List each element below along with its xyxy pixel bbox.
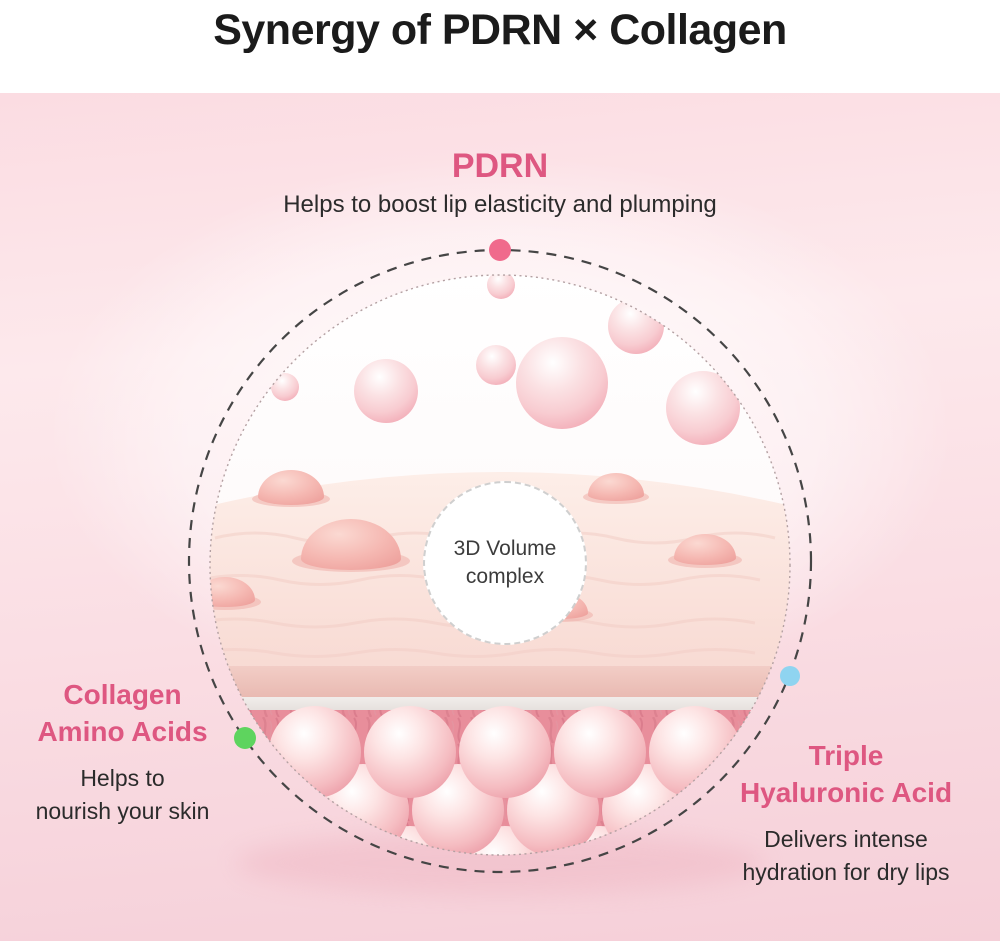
bubble-icon bbox=[666, 371, 740, 445]
pink-panel: PDRN Helps to boost lip elasticity and p… bbox=[0, 93, 1000, 941]
inner-dotted-circle bbox=[209, 274, 791, 856]
hyaluronic-description: Delivers intense hydration for dry lips bbox=[729, 823, 963, 887]
pdrn-bubbles bbox=[271, 275, 740, 445]
bubble-icon bbox=[271, 373, 299, 401]
collagen-heading-line: Collagen bbox=[63, 679, 182, 710]
bubble-icon bbox=[354, 359, 418, 423]
collagen-dot-icon bbox=[234, 727, 256, 749]
hyaluronic-desc-line: hydration for dry lips bbox=[742, 858, 950, 885]
hyaluronic-desc-line: Delivers intense bbox=[764, 826, 928, 853]
membrane-band bbox=[210, 697, 790, 710]
bubble-icon bbox=[487, 275, 515, 299]
skin-cross-section bbox=[210, 666, 790, 697]
hyaluronic-heading-line: Triple bbox=[808, 740, 884, 771]
collagen-description: Helps to nourish your skin bbox=[10, 762, 235, 826]
dome-icon bbox=[210, 577, 255, 607]
hyaluronic-heading-line: Hyaluronic Acid bbox=[739, 777, 953, 809]
bubble-icon bbox=[516, 337, 608, 429]
collagen-desc-line: Helps to bbox=[80, 765, 165, 792]
bubble-icon bbox=[608, 298, 664, 354]
center-complex-badge: 3D Volume complex bbox=[423, 481, 587, 645]
hyaluronic-dot-icon bbox=[780, 666, 800, 686]
dome-icon bbox=[674, 534, 736, 565]
collagen-heading-line: Amino Acids bbox=[37, 716, 208, 748]
bubble-icon bbox=[476, 345, 516, 385]
collagen-section: Collagen Amino Acids Helps to nourish yo… bbox=[10, 676, 235, 827]
header: Synergy of PDRN × Collagen bbox=[0, 0, 1000, 93]
collagen-desc-line: nourish your skin bbox=[35, 797, 210, 824]
page-title: Synergy of PDRN × Collagen bbox=[213, 6, 787, 54]
dome-icon bbox=[258, 470, 324, 505]
pdrn-dot-icon bbox=[489, 239, 511, 261]
pdrn-description: Helps to boost lip elasticity and plumpi… bbox=[283, 191, 717, 218]
hyaluronic-heading: Triple Hyaluronic Acid bbox=[729, 737, 963, 811]
hyaluronic-section: Triple Hyaluronic Acid Delivers intense … bbox=[729, 737, 963, 888]
circle-shadow bbox=[235, 831, 765, 895]
collagen-heading: Collagen Amino Acids bbox=[10, 676, 235, 750]
pdrn-section: PDRN Helps to boost lip elasticity and p… bbox=[0, 149, 1000, 219]
dome-icon bbox=[301, 519, 401, 570]
center-complex-label: 3D Volume complex bbox=[453, 536, 557, 588]
pdrn-heading: PDRN bbox=[451, 147, 549, 185]
dome-icon bbox=[588, 473, 644, 501]
